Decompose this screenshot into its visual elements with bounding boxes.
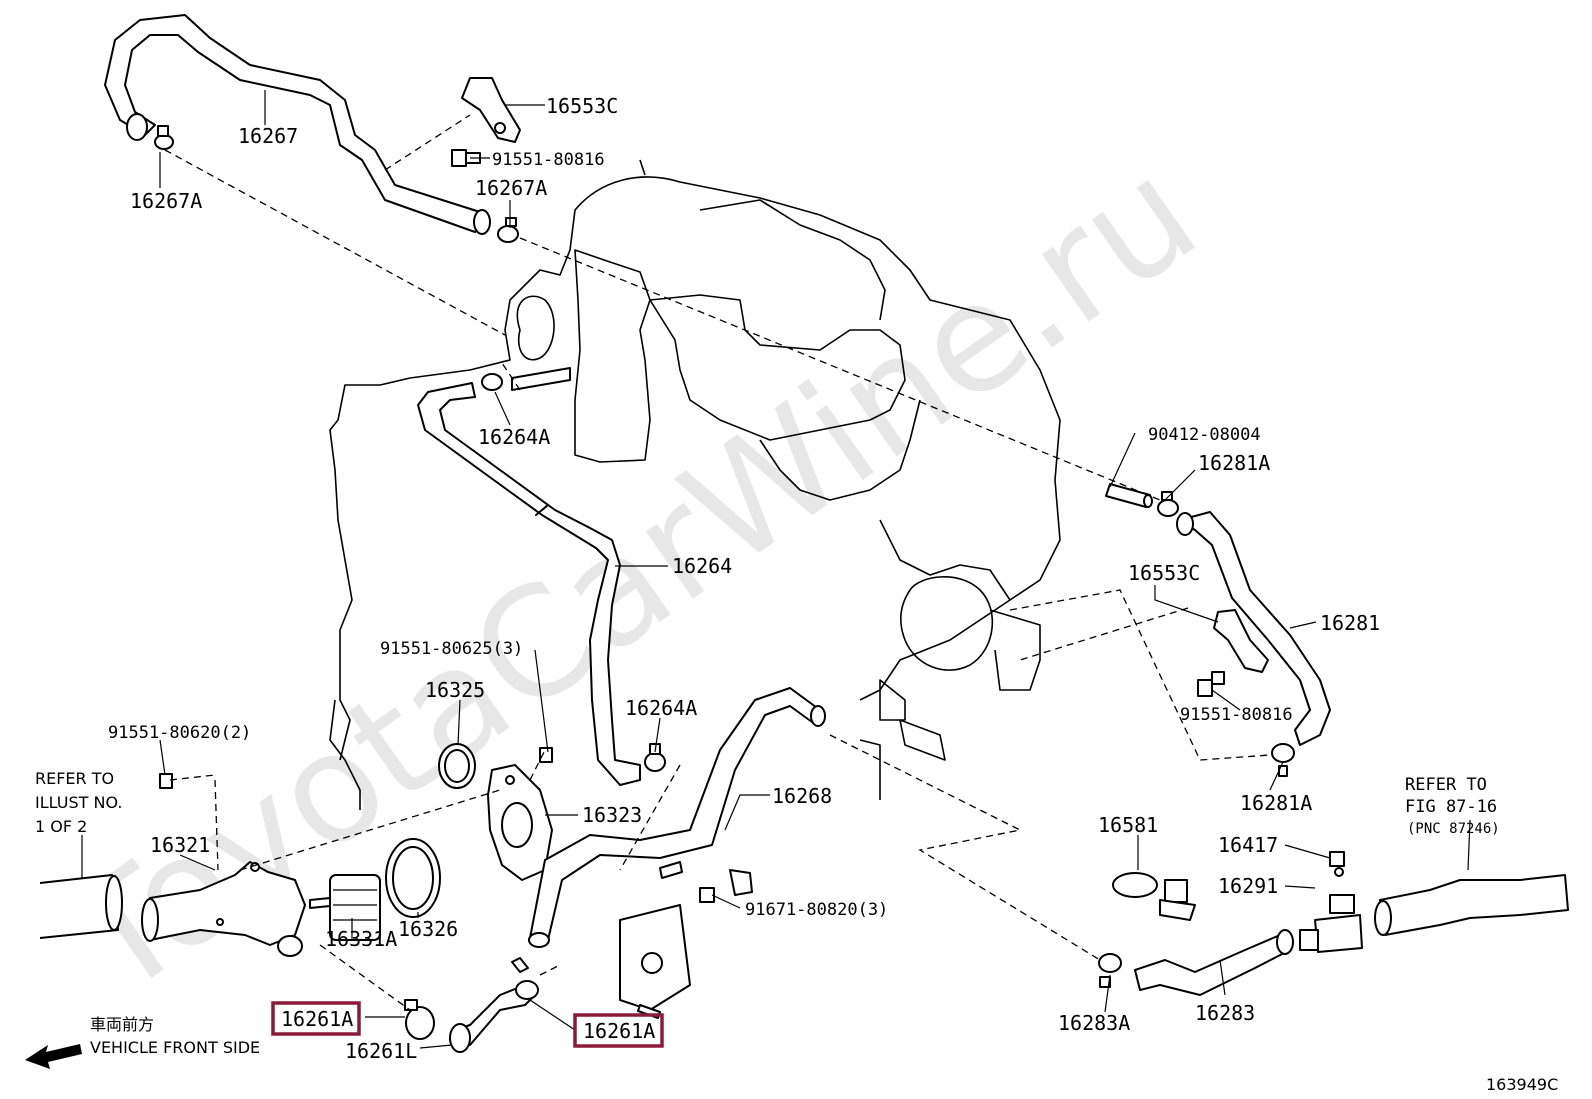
hose-16281	[1176, 511, 1331, 746]
bolt-91551-80625	[539, 747, 553, 763]
clamp-16281A-top	[1157, 491, 1179, 517]
highlight-box-16261A-right	[573, 1013, 664, 1048]
label-16283: 16283	[1195, 1001, 1255, 1025]
label-16417: 16417	[1218, 833, 1278, 857]
pipe-16268	[528, 687, 826, 1019]
label-16281A-bottom: 16281A	[1240, 791, 1312, 815]
bolt-91551-80620	[159, 773, 173, 789]
label-16321: 16321	[150, 833, 210, 857]
label-91551-80620: 91551-80620(2)	[108, 723, 251, 743]
refer-left-line-1: REFER TO	[35, 769, 114, 788]
leader-lines	[81, 90, 1471, 1049]
housing-16323	[487, 764, 553, 881]
refer-note-left: REFER TO ILLUST NO. 1 OF 2	[35, 769, 122, 836]
label-16581: 16581	[1098, 813, 1158, 837]
label-16331A: 16331A	[325, 927, 397, 951]
clamp-16261A-left	[404, 999, 435, 1040]
part-labels: 16267 16267A 16553C 91551-80816 16267A 1…	[108, 94, 1380, 1063]
hose-16267	[104, 14, 491, 235]
refer-right-line-3: (PNC 87246)	[1407, 821, 1500, 837]
phantom-lines	[164, 114, 1271, 1011]
front-side-en: VEHICLE FRONT SIDE	[90, 1038, 260, 1057]
clamp-16267A-right	[497, 217, 519, 243]
union-16291	[1299, 894, 1363, 953]
label-16264A-bottom: 16264A	[625, 696, 697, 720]
clamp-16267A-left	[154, 125, 174, 150]
clamp-16581	[1112, 872, 1196, 921]
label-16264A-top: 16264A	[478, 425, 550, 449]
label-91551-80816-right: 91551-80816	[1180, 705, 1293, 725]
label-16325: 16325	[425, 678, 485, 702]
label-16267A-left: 16267A	[130, 189, 202, 213]
refer-right-line-2: FIG 87-16	[1405, 797, 1497, 817]
refer-left-line-2: ILLUST NO.	[35, 793, 122, 812]
highlight-box-16261A-left	[271, 1001, 361, 1036]
refer-right-line-1: REFER TO	[1405, 775, 1487, 795]
label-16267A-right: 16267A	[475, 176, 547, 200]
diagram-id: 163949C	[1486, 1075, 1558, 1094]
vehicle-front-indicator: 車両前方 VEHICLE FRONT SIDE	[25, 1015, 260, 1069]
label-91551-80625: 91551-80625(3)	[380, 639, 523, 659]
pipe-90412-08004	[1105, 483, 1153, 508]
clamp-16283A	[1098, 953, 1122, 988]
front-side-jp: 車両前方	[90, 1015, 154, 1034]
refer-hose-right	[1374, 874, 1569, 936]
gasket-16325	[438, 743, 476, 789]
bracket-16553C-right	[1213, 609, 1269, 673]
label-16326: 16326	[398, 917, 458, 941]
label-90412-08004: 90412-08004	[1148, 425, 1261, 445]
clamp-16261A-right	[511, 957, 539, 1000]
label-16264: 16264	[672, 554, 732, 578]
label-16283A: 16283A	[1058, 1011, 1130, 1035]
label-16281A-top: 16281A	[1198, 451, 1270, 475]
label-16291: 16291	[1218, 874, 1278, 898]
label-16553C-right: 16553C	[1128, 561, 1200, 585]
label-16261L: 16261L	[345, 1039, 417, 1063]
plug-16417	[1329, 851, 1345, 877]
label-16553C-top: 16553C	[546, 94, 618, 118]
engine-block	[329, 159, 1061, 810]
label-16281: 16281	[1320, 611, 1380, 635]
label-16267: 16267	[238, 124, 298, 148]
hose-16283	[1134, 929, 1294, 996]
bracket-16553C-top	[461, 77, 521, 143]
refer-left-line-3: 1 OF 2	[35, 817, 87, 836]
clamp-16281A-bottom	[1271, 743, 1295, 777]
hose-16261L	[449, 984, 536, 1053]
arrow-left-icon	[25, 1044, 82, 1069]
gasket-16326	[385, 838, 441, 918]
label-91551-80816-top: 91551-80816	[492, 150, 605, 170]
label-16268: 16268	[772, 784, 832, 808]
hose-16264	[417, 382, 641, 786]
clamp-16264A-top	[481, 367, 571, 391]
label-16323: 16323	[582, 803, 642, 827]
label-91671-80820: 91671-80820(3)	[745, 900, 888, 920]
water-inlet-16321	[141, 861, 306, 957]
refer-note-right: REFER TO FIG 87-16 (PNC 87246)	[1405, 775, 1500, 837]
bolt-91551-80816-right	[1197, 671, 1225, 697]
label-16261A-right: 16261A	[583, 1019, 655, 1043]
thermostat-16331A	[309, 874, 381, 941]
label-16261A-left: 16261A	[281, 1007, 353, 1031]
refer-hose-left	[39, 874, 123, 939]
